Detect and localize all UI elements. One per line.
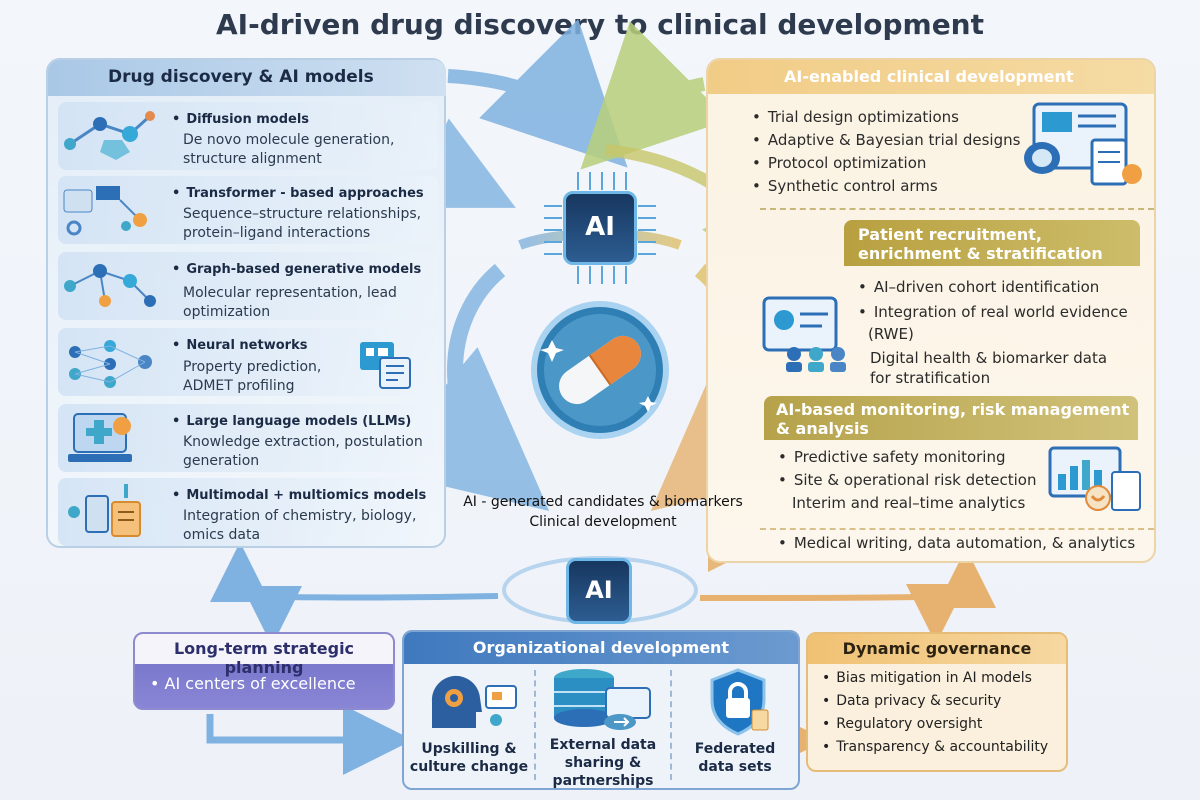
org-label-line: culture change	[409, 759, 529, 775]
org-label-line: External data	[549, 737, 657, 753]
org-column-upskilling: Upskilling & culture change	[404, 740, 534, 776]
org-label-line: Upskilling &	[421, 741, 517, 757]
capsule-icon	[531, 301, 669, 439]
clinical-development-label: Clinical development	[529, 514, 677, 530]
model-desc-transformer: Sequence–structure relationships, protei…	[183, 206, 422, 241]
org-column-data-sharing: External data sharing & partnerships	[536, 736, 670, 790]
monitoring-heading: AI-based monitoring, risk management & a…	[764, 396, 1138, 440]
org-label-line: data sets	[698, 759, 772, 775]
bottom-ai-chip-icon: AI	[566, 558, 632, 624]
patient-heading-line2: enrichment & stratification	[858, 244, 1103, 263]
patient-screen-icon	[762, 296, 846, 372]
patient-heading-line1: Patient recruitment,	[858, 225, 1042, 244]
multiomics-icon	[68, 484, 141, 537]
org-label-line: partnerships	[552, 773, 654, 789]
strategic-item-label: AI centers of excellence	[164, 674, 356, 693]
model-name-multimodal: Multimodal + multiomics models	[172, 488, 426, 503]
ai-chip-icon: AI	[563, 191, 637, 265]
trial-item: Adaptive & Bayesian trial designs	[752, 131, 1021, 149]
org-label-line: Federated	[694, 741, 776, 757]
laptop-icon	[68, 413, 132, 462]
graph-icon	[64, 264, 156, 307]
governance-item: Bias mitigation in AI models	[822, 670, 1032, 686]
shield-lock-icon	[710, 668, 769, 736]
monitoring-item-analytics: Interim and real–time analytics	[792, 494, 1026, 512]
trial-documents-icon	[1024, 102, 1142, 186]
trial-item: Trial design optimizations	[752, 108, 959, 126]
model-desc-multimodal: Integration of chemistry, biology, omics…	[183, 508, 417, 543]
strategic-planning-heading: Long-term strategic planning	[135, 634, 393, 677]
model-desc-neural: Property prediction, ADMET profiling	[183, 359, 322, 394]
arrow-ring-left	[375, 263, 550, 512]
monitoring-dashboard-icon	[1048, 446, 1141, 511]
patient-item: AI–driven cohort identification	[858, 278, 1099, 296]
monitoring-heading-line1: AI-based monitoring, risk management	[776, 400, 1130, 419]
patient-heading: Patient recruitment, enrichment & strati…	[844, 220, 1140, 266]
dashed-divider	[760, 528, 1154, 530]
molecule-icon	[64, 111, 155, 160]
arrow-bottom-right	[699, 548, 996, 608]
head-gear-icon	[431, 675, 517, 728]
trial-item: Protocol optimization	[752, 154, 927, 172]
dashboard-icon	[360, 342, 411, 389]
monitoring-heading-line2: & analysis	[776, 419, 869, 438]
strategic-item: • AI centers of excellence	[150, 674, 356, 693]
org-label-line: sharing &	[564, 755, 642, 771]
candidates-label: AI - generated candidates & biomarkers	[463, 494, 743, 510]
patient-item: Integration of real world evidence	[858, 303, 1128, 321]
arrow-discovery-to-ai	[447, 19, 628, 168]
dashed-divider	[760, 208, 1154, 210]
bullet-glyph: •	[150, 674, 165, 693]
patient-item-line2: for stratification	[870, 369, 991, 387]
column-divider	[534, 670, 536, 780]
model-name-diffusion: Diffusion models	[172, 112, 309, 127]
column-divider	[670, 670, 672, 780]
model-desc-llm: Knowledge extraction, postulation genera…	[183, 434, 423, 469]
database-icon	[554, 669, 651, 730]
patient-item-line1: Digital health & biomarker data	[870, 349, 1108, 367]
network-icon	[63, 186, 147, 236]
org-column-federated: Federated data sets	[672, 740, 798, 776]
model-desc-graph: Molecular representation, lead optimizat…	[183, 285, 397, 320]
model-name-neural: Neural networks	[172, 338, 307, 353]
medical-writing-item: Medical writing, data automation, & anal…	[778, 534, 1135, 552]
model-desc-diffusion: De novo molecule generation, structure a…	[183, 132, 395, 167]
organizational-heading: Organizational development	[404, 632, 798, 664]
model-name-graph: Graph-based generative models	[172, 262, 421, 277]
neural-network-icon	[69, 340, 152, 388]
clinical-heading: AI-enabled clinical development	[708, 60, 1154, 94]
model-name-llm: Large language models (LLMs)	[172, 414, 411, 429]
trial-item: Synthetic control arms	[752, 177, 938, 195]
governance-item: Data privacy & security	[822, 693, 1001, 709]
arrow-bottom-left	[210, 542, 499, 602]
ai-chip-pins	[544, 172, 656, 284]
arrow-clinical-to-ai	[580, 21, 729, 170]
governance-heading: Dynamic governance	[808, 634, 1066, 664]
arrow-ltsp-to-org	[206, 705, 413, 775]
governance-item: Regulatory oversight	[822, 716, 982, 732]
monitoring-item: Predictive safety monitoring	[778, 448, 1006, 466]
monitoring-item: Site & operational risk detection	[778, 471, 1037, 489]
governance-item: Transparency & accountability	[822, 739, 1048, 755]
drug-discovery-heading: Drug discovery & AI models	[48, 60, 446, 96]
model-name-transformer: Transformer - based approaches	[172, 186, 423, 201]
patient-item-continued: (RWE)	[868, 325, 914, 343]
